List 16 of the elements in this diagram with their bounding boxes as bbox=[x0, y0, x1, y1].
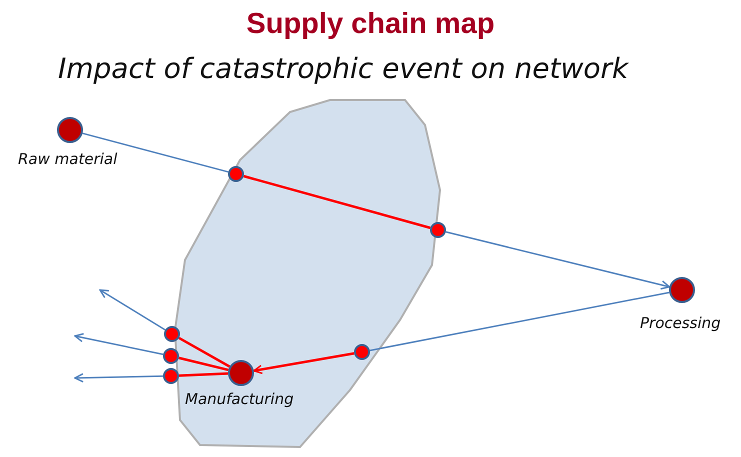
arrow bbox=[99, 289, 166, 330]
location-label: Processing bbox=[640, 314, 721, 332]
arrow bbox=[446, 231, 670, 290]
location-dot bbox=[57, 117, 83, 143]
subtitle: Impact of catastrophic event on network bbox=[58, 52, 628, 85]
location-dot bbox=[669, 277, 695, 303]
location-dot bbox=[164, 326, 180, 342]
location-label: Raw material bbox=[18, 150, 118, 168]
title: Supply chain map bbox=[245, 8, 496, 41]
location-dot bbox=[430, 222, 446, 238]
location-dot bbox=[163, 348, 179, 364]
arrow bbox=[74, 332, 164, 356]
location-label: Manufacturing bbox=[185, 390, 294, 408]
arrow bbox=[74, 373, 164, 383]
arrow bbox=[253, 352, 354, 374]
location-dot bbox=[163, 368, 179, 384]
